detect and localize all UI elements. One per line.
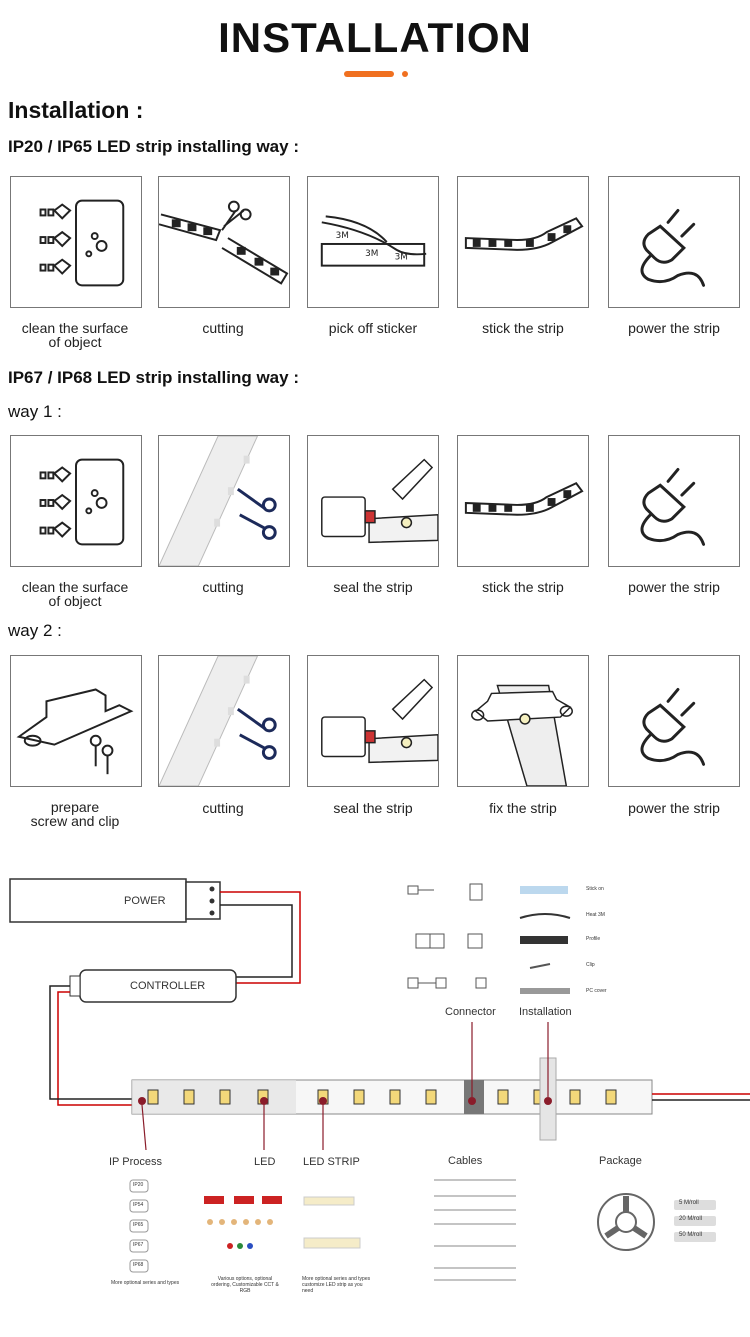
ip-process-label: IP Process [109,1156,162,1168]
installation-label: Installation [519,1006,572,1018]
seal-strip-illustration [307,655,439,787]
step-caption-power: power the strip [628,800,720,816]
install-item: Heat 3M [586,912,605,918]
way1-label: way 1 : [8,402,62,421]
led-label: LED [254,1156,276,1168]
step-caption-stick: stick the strip [482,579,564,595]
section-heading: Installation : [8,97,144,123]
cutting-waterproof-illustration [158,655,290,787]
install-item: PC cover [586,988,607,994]
title-underline [344,71,394,77]
led-strip-label: LED STRIP [303,1156,360,1168]
ip-item: IP54 [133,1202,144,1208]
way2-label: way 2 : [8,621,62,640]
cutting-waterproof-illustration [158,435,290,567]
controller-label: CONTROLLER [130,980,206,992]
package-option: 20 M/roll [679,1216,703,1222]
install-item: Profile [586,936,601,942]
step-caption-power: power the strip [628,579,720,595]
ip-item: IP68 [133,1262,144,1268]
led-note: Various options, optional ordering, Cust… [211,1276,279,1294]
install-item: Stick on [586,886,604,892]
clean-surface-illustration [10,435,142,567]
stick-strip-illustration [457,435,589,567]
wiring-diagram: POWER CONTROLLER Connector Installation … [0,850,750,1337]
step-caption-seal: seal the strip [333,579,413,595]
step-caption-seal: seal the strip [333,800,413,816]
step-caption-power: power the strip [628,320,720,336]
sticker-text-1: 3M [336,231,349,241]
package-option: 5 M/roll [679,1200,699,1206]
screw-and-clip-illustration [10,655,142,787]
ip20-heading: IP20 / IP65 LED strip installing way : [8,137,299,156]
package-option: 50 M/roll [679,1232,703,1238]
clean-surface-illustration [10,176,142,308]
cables-label: Cables [448,1155,483,1167]
power-plug-icon [608,435,740,567]
ip-note: More optional series and types [111,1280,180,1286]
install-item: Clip [586,962,595,968]
sticker-text-3: 3M [395,253,408,263]
cutting-illustration [158,176,290,308]
ip67-heading: IP67 / IP68 LED strip installing way : [8,368,299,387]
ip-item: IP20 [133,1182,144,1188]
package-label: Package [599,1155,642,1167]
ip-item: IP65 [133,1222,144,1228]
step-caption-stick: stick the strip [482,320,564,336]
ip-item: IP67 [133,1242,144,1248]
stick-strip-illustration [457,176,589,308]
step-caption-cutting: cutting [202,320,244,336]
pick-off-sticker-illustration: 3M 3M 3M [307,176,439,308]
step-caption-fix: fix the strip [489,800,557,816]
step-caption-cutting: cutting [202,579,244,595]
power-plug-icon [608,655,740,787]
power-plug-icon [608,176,740,308]
strip-note: More optional series and types customize… [302,1276,371,1294]
sticker-text-2: 3M [365,249,378,259]
power-label: POWER [124,895,166,907]
title-underline-dot [402,71,408,77]
step-caption-pick-sticker: pick off sticker [328,320,418,336]
seal-strip-illustration [307,435,439,567]
fix-strip-illustration [457,655,589,787]
page-title: INSTALLATION [218,14,532,61]
step-caption-cutting: cutting [202,800,244,816]
connector-label: Connector [445,1006,496,1018]
